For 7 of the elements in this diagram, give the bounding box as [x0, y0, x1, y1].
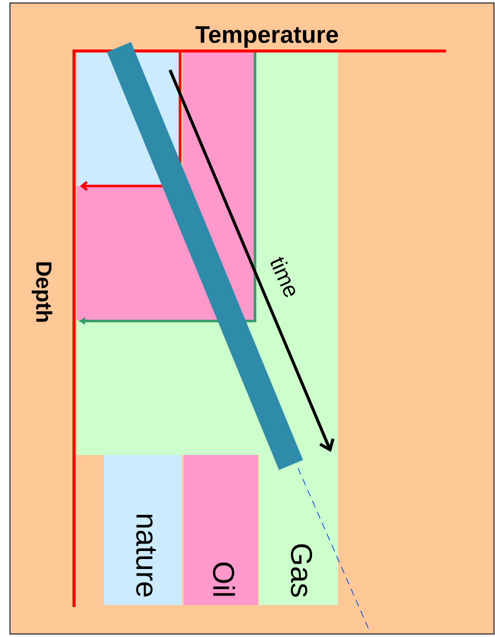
- axis-title: Depth: [32, 262, 52, 322]
- zone-column: Gas: [259, 455, 338, 605]
- axis-title: Temperature: [194, 25, 340, 49]
- node-label: Gas: [290, 544, 312, 597]
- arrow-label: time: [268, 253, 302, 301]
- zone-column: nature: [104, 455, 182, 605]
- zone-column: Oil: [184, 455, 258, 605]
